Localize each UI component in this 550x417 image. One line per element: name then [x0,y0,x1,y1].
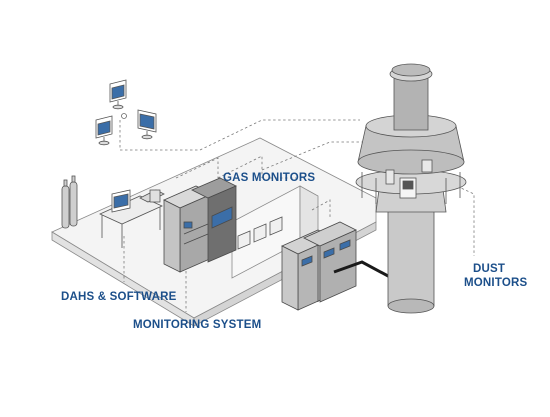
gas-monitor-cabinets [281,221,357,311]
dust-monitors-label-line2: MONITORS [464,277,528,289]
monitoring-system-label: MONITORING SYSTEM [133,319,262,331]
gas-cylinder-icon [61,175,78,229]
monitor-icon [95,115,113,146]
wall-analyzer-boxes [237,216,283,250]
dust-monitors-label-line1: DUST [473,263,506,275]
monitor-icon [137,109,157,140]
dahs-software-label: DAHS & SOFTWARE [61,291,177,303]
dahs-workstation [99,189,165,248]
dashed-connections [119,119,475,312]
stack-icon [355,63,467,314]
monitor-icon [109,79,127,110]
cabinet-icon [163,177,237,273]
gas-monitors-label: GAS MONITORS [223,172,316,184]
